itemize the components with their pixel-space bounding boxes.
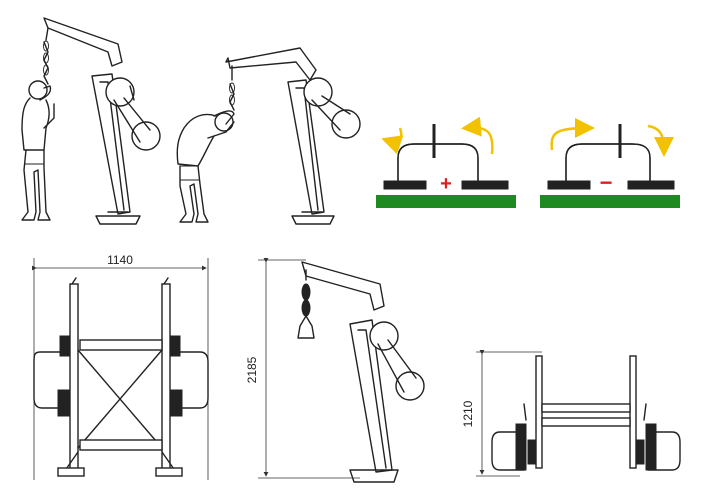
depth-view: 1210 <box>461 350 681 477</box>
front-view: 1140 <box>32 253 209 480</box>
minus-sign: − <box>600 170 613 195</box>
chain-handle <box>43 27 49 85</box>
machine-frame <box>225 47 361 225</box>
weight-plus-panel: + <box>376 116 516 208</box>
weight-plate-left <box>383 180 427 190</box>
ground-strip <box>540 195 680 208</box>
arrow-left <box>550 118 595 151</box>
weight-plate-right <box>627 180 675 190</box>
person-standing <box>21 80 55 221</box>
side-view: 2185 <box>245 258 425 483</box>
user-pull-bent-panel <box>176 47 361 225</box>
arrow-right <box>461 116 494 155</box>
ground-strip <box>376 195 516 208</box>
chain-handle <box>229 65 235 111</box>
depth-dimension: 1210 <box>461 400 475 427</box>
plus-sign: + <box>440 173 452 195</box>
height-dimension: 2185 <box>245 356 259 383</box>
machine-frame <box>43 17 161 225</box>
arrow-right <box>647 124 674 157</box>
person-bent <box>176 110 235 223</box>
adjust-handle <box>397 143 479 187</box>
arrow-left <box>381 127 404 155</box>
width-dimension: 1140 <box>107 253 133 267</box>
user-pull-standing-panel <box>21 17 161 225</box>
weight-minus-panel: − <box>540 118 680 208</box>
weight-plate-right <box>461 180 509 190</box>
weight-plate-left <box>547 180 591 190</box>
